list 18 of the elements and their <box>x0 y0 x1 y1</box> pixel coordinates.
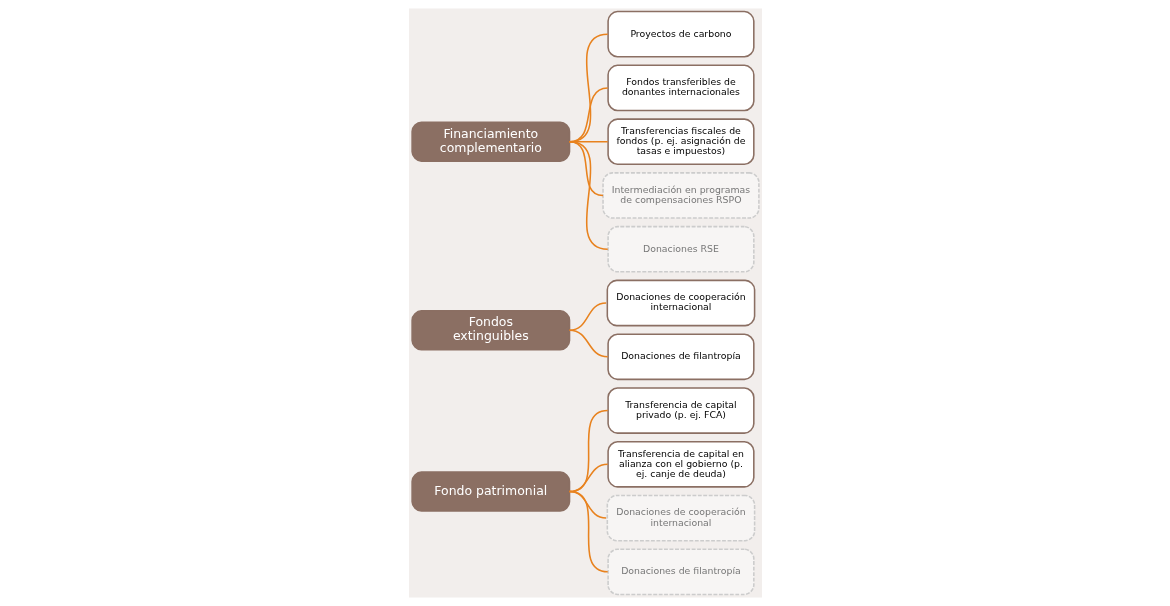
node-box: Donaciones RSE <box>606 225 755 273</box>
node-box: Fondos extinguibles <box>410 310 570 351</box>
connector <box>568 490 608 573</box>
node-box: Donaciones de filantropía <box>606 548 755 596</box>
node-box: Transferencia de capital en alianza con el gobierno (p. ej. canje de deuda) <box>606 440 755 488</box>
node-box: Fondo patrimonial <box>410 471 570 512</box>
node-box: Donaciones de cooperación internacional <box>606 494 755 542</box>
node-box: Transferencia de capital privado (p. ej. FCA) <box>606 387 755 434</box>
connector <box>568 302 607 332</box>
connector <box>568 329 608 358</box>
node-box: Proyectos de carbono <box>606 10 755 58</box>
node-box: Intermediación en programas de compensaciones RSPO <box>601 172 760 219</box>
node-box: Donaciones de cooperación internacional <box>606 279 755 327</box>
node-box: Financiamiento complementario <box>410 121 570 162</box>
connector <box>568 140 608 250</box>
node-box: Donaciones de filantropía <box>606 333 755 381</box>
node-box: Fondos transferibles de donantes internacionales <box>606 64 755 112</box>
node-box: Transferencias fiscales de fondos (p. ej. asignación de tasas e impuestos) <box>606 118 755 166</box>
